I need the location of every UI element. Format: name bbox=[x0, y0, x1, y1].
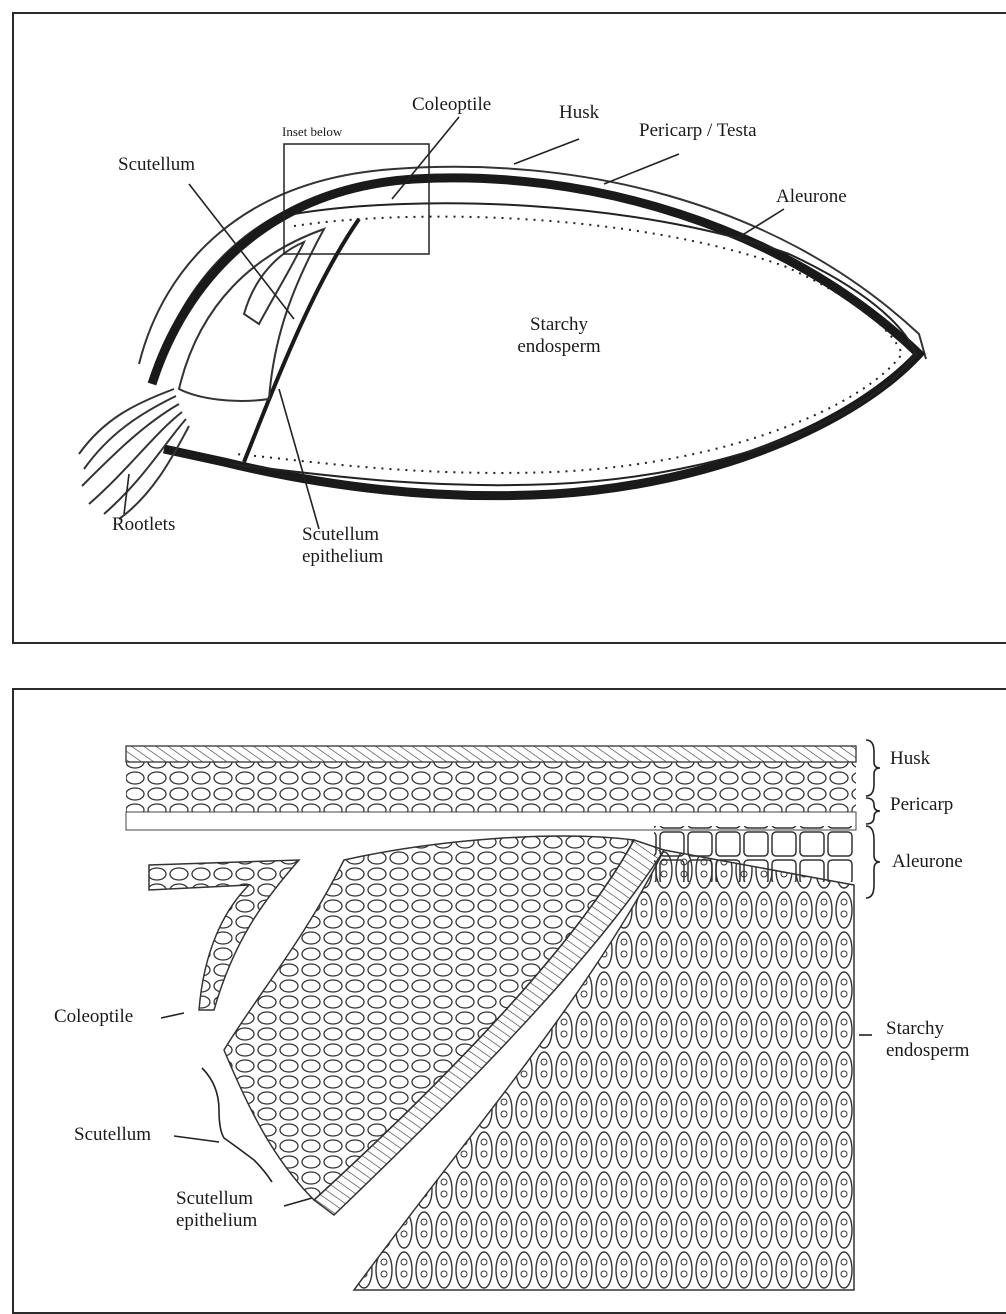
label-starchy-endosperm: Starchy endosperm bbox=[886, 1018, 969, 1062]
husk-surface-layer bbox=[126, 746, 856, 762]
label-starchy-endosperm: Starchy endosperm bbox=[509, 314, 609, 358]
label-scut-epi-line1: Scutellum bbox=[176, 1188, 257, 1210]
label-scutellum-epithelium: Scutellum epithelium bbox=[176, 1188, 257, 1232]
endosperm-boundary bbox=[244, 219, 359, 462]
label-scut-epi-line2: epithelium bbox=[302, 546, 383, 568]
label-aleurone: Aleurone bbox=[776, 186, 847, 208]
label-rootlets: Rootlets bbox=[112, 514, 175, 536]
label-scutellum-epithelium: Scutellum epithelium bbox=[302, 524, 383, 568]
label-starchy-line1: Starchy bbox=[509, 314, 609, 336]
rootlets-drawing bbox=[79, 389, 189, 519]
label-husk: Husk bbox=[559, 102, 599, 124]
inset-detail-panel: Husk Pericarp Aleurone Coleoptile Starch… bbox=[12, 688, 1006, 1314]
label-scut-epi-line2: epithelium bbox=[176, 1210, 257, 1232]
inset-detail-drawing bbox=[14, 690, 1006, 1312]
label-starchy-line1: Starchy bbox=[886, 1018, 969, 1040]
label-scutellum: Scutellum bbox=[118, 154, 195, 176]
label-starchy-line2: endosperm bbox=[509, 336, 609, 358]
label-starchy-line2: endosperm bbox=[886, 1040, 969, 1062]
inset-note: Inset below bbox=[282, 124, 342, 139]
inset-box bbox=[284, 144, 429, 254]
label-husk: Husk bbox=[890, 748, 930, 770]
label-coleoptile: Coleoptile bbox=[54, 1006, 133, 1028]
husk-cell-layer bbox=[126, 762, 856, 812]
label-coleoptile: Coleoptile bbox=[412, 94, 491, 116]
label-scut-epi-line1: Scutellum bbox=[302, 524, 383, 546]
label-scutellum: Scutellum bbox=[74, 1124, 151, 1146]
grain-overview-panel: Inset below Coleoptile Husk Pericarp / T… bbox=[12, 12, 1006, 644]
label-aleurone: Aleurone bbox=[892, 851, 963, 873]
embryo-outline bbox=[179, 229, 324, 401]
label-pericarp: Pericarp bbox=[890, 794, 953, 816]
label-pericarp-testa: Pericarp / Testa bbox=[639, 120, 757, 142]
